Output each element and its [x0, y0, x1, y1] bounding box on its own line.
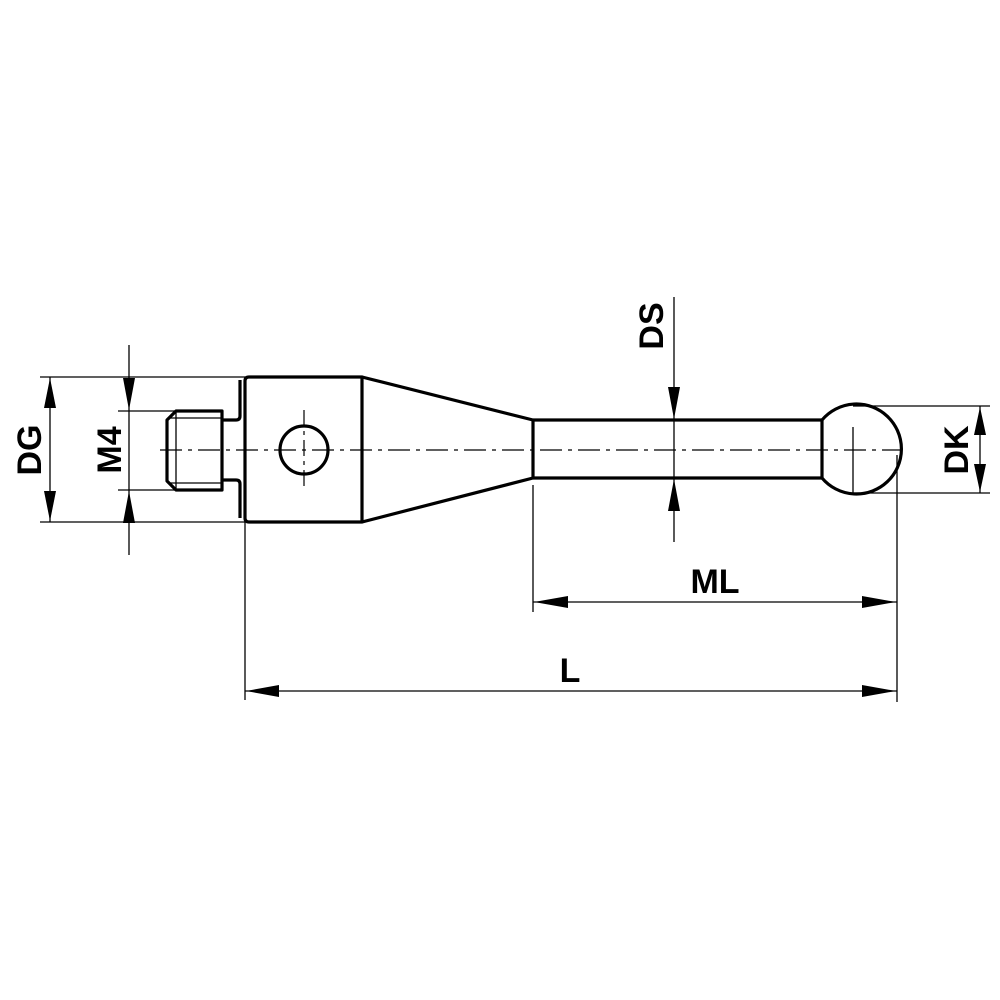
dim-l: L — [245, 652, 897, 697]
cross-hole — [278, 410, 330, 490]
label-l: L — [560, 652, 581, 690]
dim-dg: DG — [11, 376, 245, 523]
body-block — [243, 375, 364, 524]
taper — [361, 375, 535, 524]
dim-dk: DK — [853, 405, 990, 494]
label-dk: DK — [938, 425, 976, 475]
dim-m4: M4 — [91, 345, 176, 555]
dim-ds: DS — [633, 297, 680, 542]
stem — [533, 418, 824, 480]
ball-tip — [820, 402, 904, 496]
label-ds: DS — [633, 302, 671, 349]
dim-ml: ML — [533, 563, 897, 608]
label-ml: ML — [690, 563, 739, 601]
thread-m4 — [165, 380, 242, 518]
label-dg: DG — [11, 425, 49, 476]
label-m4: M4 — [91, 426, 129, 473]
